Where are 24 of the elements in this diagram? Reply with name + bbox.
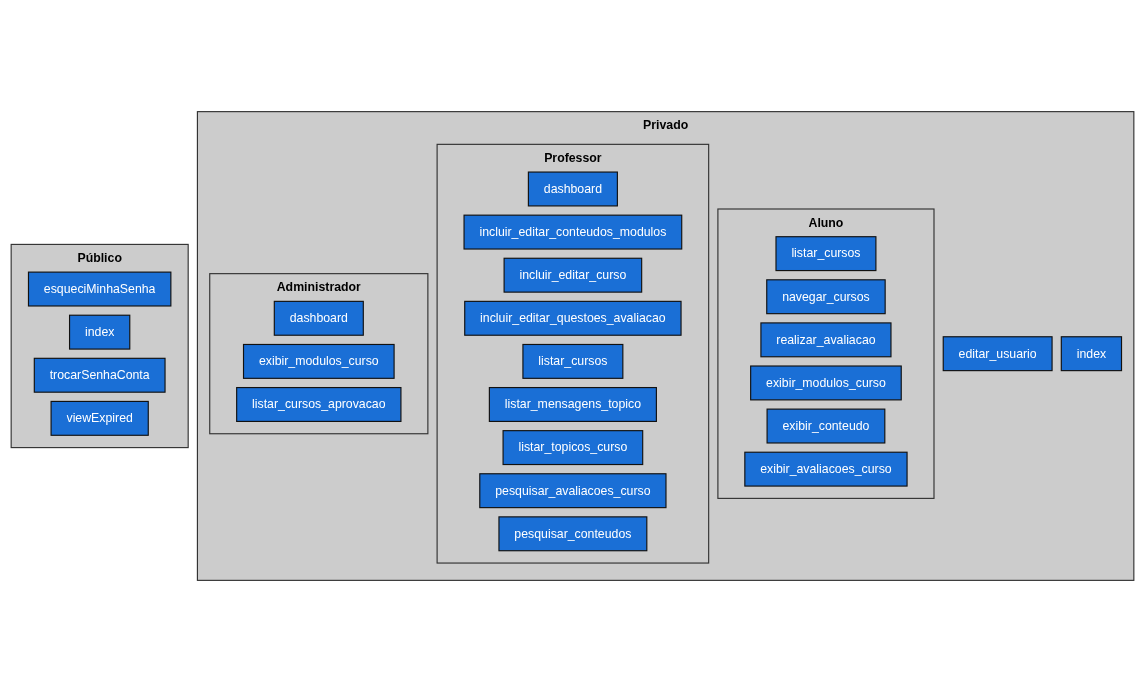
node-box: incluir_editar_questoes_avaliacao [464,300,682,336]
node-box: pesquisar_avaliacoes_curso [479,473,667,509]
node-box: exibir_modulos_curso [750,365,902,401]
node-box: dashboard [527,171,618,207]
node-box: exibir_avaliacoes_curso [744,451,908,487]
node-box: listar_cursos_aprovacao [236,387,402,422]
node-box: incluir_editar_conteudos_modulos [463,214,683,250]
node-box: realizar_avaliacao [760,322,892,358]
node-box: listar_cursos [522,343,624,379]
node-box: pesquisar_conteudos [498,516,648,552]
node-box: exibir_modulos_curso [242,343,395,379]
node-box: trocarSenhaConta [33,357,166,393]
node-box: dashboard [273,300,364,336]
node-box: editar_usuario [942,336,1053,372]
node-box: index [69,314,131,350]
node-box: index [1060,336,1123,372]
node-box: listar_mensagens_topico [488,387,657,422]
node-box: navegar_cursos [766,279,886,315]
node-box: incluir_editar_curso [503,257,643,293]
node-box: listar_topicos_curso [502,430,644,466]
node-box: viewExpired [50,400,149,436]
node-box: exibir_conteudo [766,408,886,444]
node-box: listar_cursos [775,236,877,272]
node-box: esqueciMinhaSenha [27,271,172,307]
